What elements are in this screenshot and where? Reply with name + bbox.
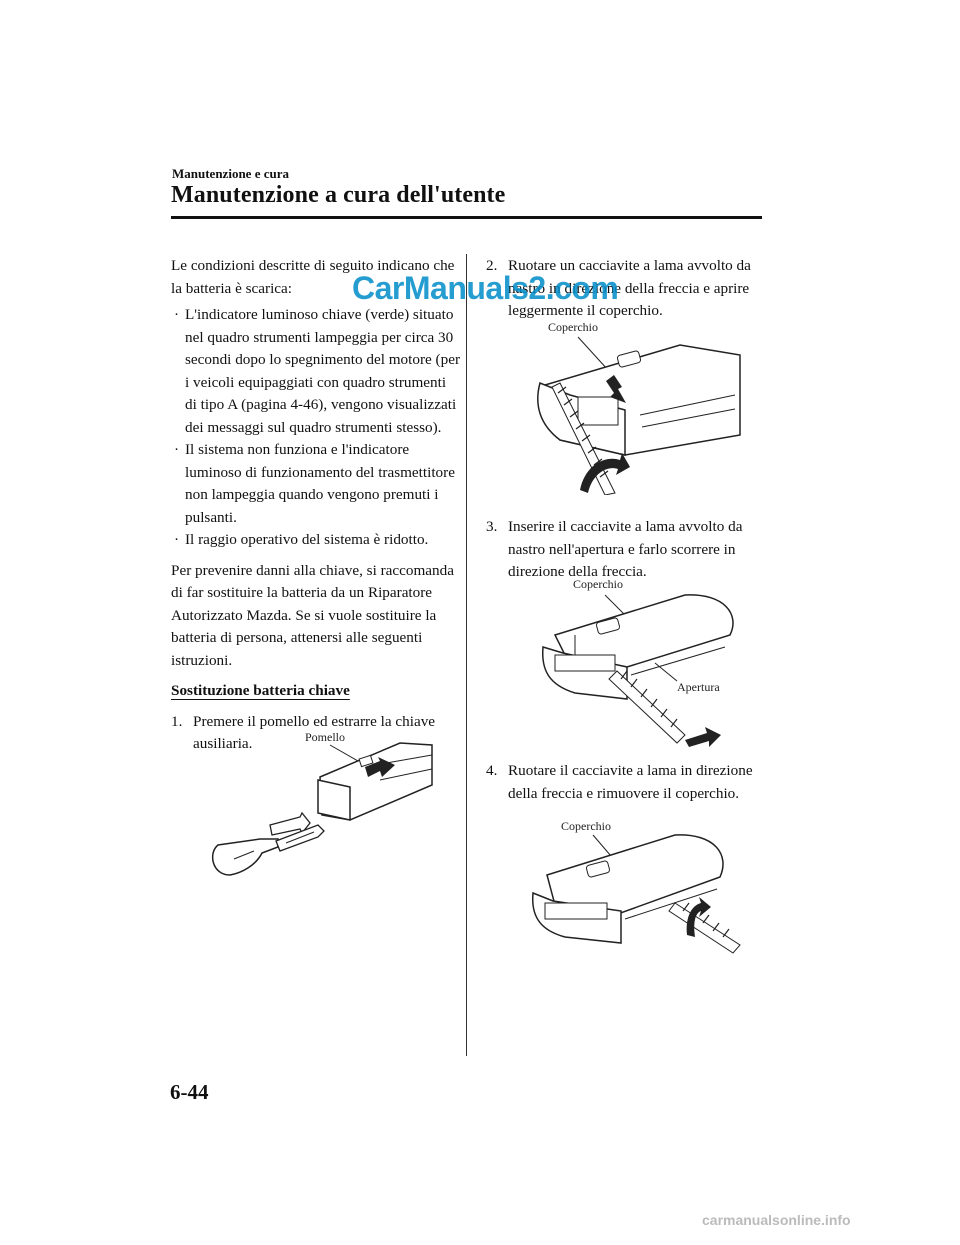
coperchio-label-2: Coperchio	[548, 320, 598, 334]
apertura-label: Apertura	[677, 680, 720, 694]
intro-paragraph: Le condizioni descritte di seguito indic…	[171, 257, 455, 297]
step-2: 2.Ruotare un cacciavite a lama avvolto d…	[486, 257, 751, 319]
coperchio-label-4: Coperchio	[561, 819, 611, 833]
bullet-item: ·Il sistema non funziona e l'indicatore …	[174, 441, 455, 526]
section-label: Manutenzione e cura	[172, 166, 289, 181]
page-number: 6-44	[170, 1080, 209, 1104]
column-divider	[466, 254, 467, 1056]
key-removal-figure: Pomello	[211, 730, 433, 876]
right-column: 2.Ruotare un cacciavite a lama avvolto d…	[486, 255, 766, 323]
cover-open-figure: Coperchio	[537, 320, 741, 495]
bullet-item: ·Il raggio operativo del sistema è ridot…	[174, 531, 429, 548]
cover-remove-figure: Coperchio	[531, 819, 741, 954]
subheading: Sostituzione batteria chiave	[171, 682, 350, 699]
watermark-logo: CarManuals2.com	[352, 270, 619, 306]
cover-slide-figure: Coperchio Apertura	[541, 577, 734, 747]
coperchio-label-3: Coperchio	[573, 577, 623, 591]
step-1: 1.Premere il pomello ed estrarre la chia…	[171, 712, 436, 753]
advice-paragraph: Per prevenire danni alla chiave, si racc…	[171, 561, 454, 669]
pomello-label: Pomello	[305, 730, 345, 744]
title-rule	[171, 216, 762, 219]
left-column: Le condizioni descritte di seguito indic…	[171, 255, 461, 756]
step-3: 3.Inserire il cacciavite a lama avvolto …	[486, 518, 743, 580]
footer-watermark: carmanualsonline.info	[702, 1212, 851, 1228]
bullet-item: ·L'indicatore luminoso chiave (verde) si…	[174, 306, 460, 436]
step-4: 4.Ruotare il cacciavite a lama in direzi…	[486, 762, 753, 802]
page-title: Manutenzione a cura dell'utente	[171, 182, 506, 208]
